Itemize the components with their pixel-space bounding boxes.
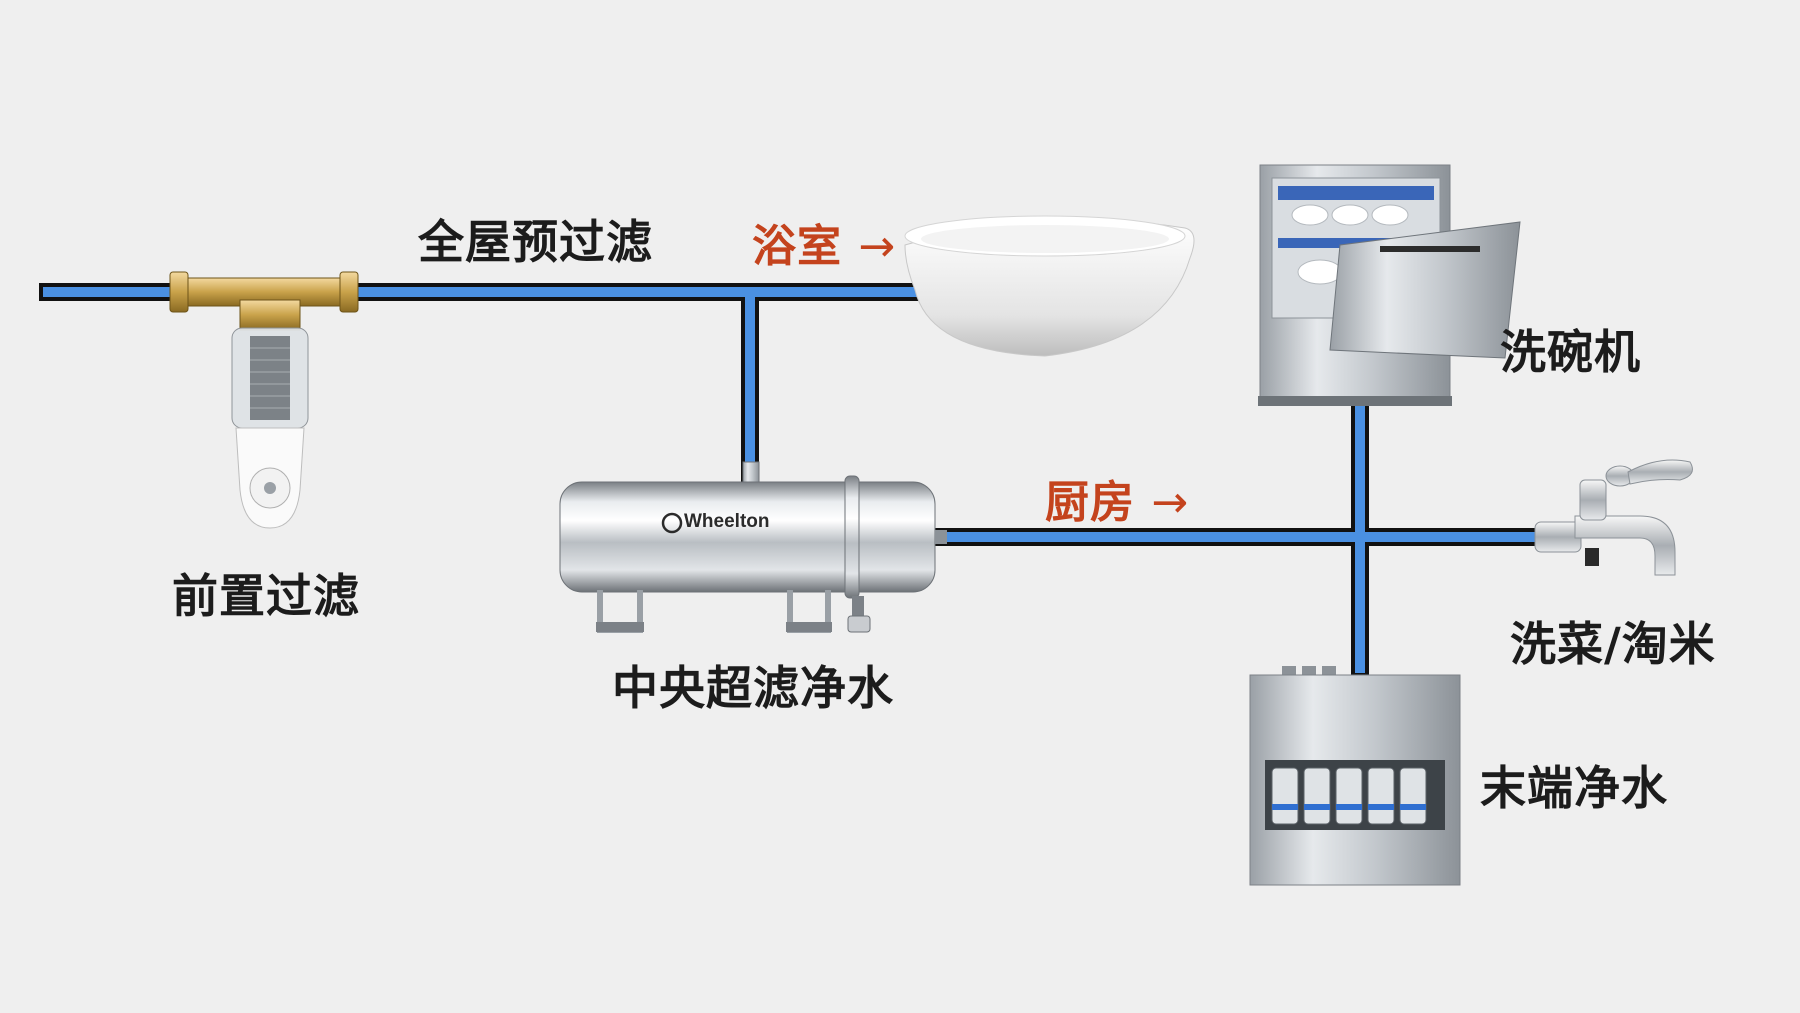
brand-wheelton: Wheelton: [684, 511, 770, 532]
label-point-of-use: 末端净水: [1480, 761, 1668, 815]
uf-purifier-icon: [559, 461, 947, 633]
arrow-icon: →: [1151, 477, 1190, 528]
filter-cartridges: [1271, 767, 1427, 825]
dishwasher-icon: [1258, 164, 1521, 406]
bathtub-icon: [904, 215, 1195, 357]
label-kitchen-text: 厨房: [1045, 477, 1135, 528]
label-bathroom-text: 浴室: [752, 221, 842, 272]
label-dishwasher: 洗碗机: [1500, 325, 1641, 379]
ro-purifier-icon: [1249, 666, 1461, 886]
label-whole-house-prefilter: 全屋预过滤: [418, 215, 653, 269]
faucet-icon: [1534, 459, 1693, 576]
label-wash-veg: 洗菜/淘米: [1510, 617, 1716, 671]
label-pre-filter: 前置过滤: [172, 569, 360, 623]
label-bathroom: 浴室 →: [752, 210, 896, 274]
label-kitchen: 厨房 →: [1045, 466, 1189, 530]
arrow-icon: →: [858, 221, 897, 272]
pre-filter-icon: [169, 271, 359, 529]
label-central-uf: 中央超滤净水: [612, 661, 894, 715]
